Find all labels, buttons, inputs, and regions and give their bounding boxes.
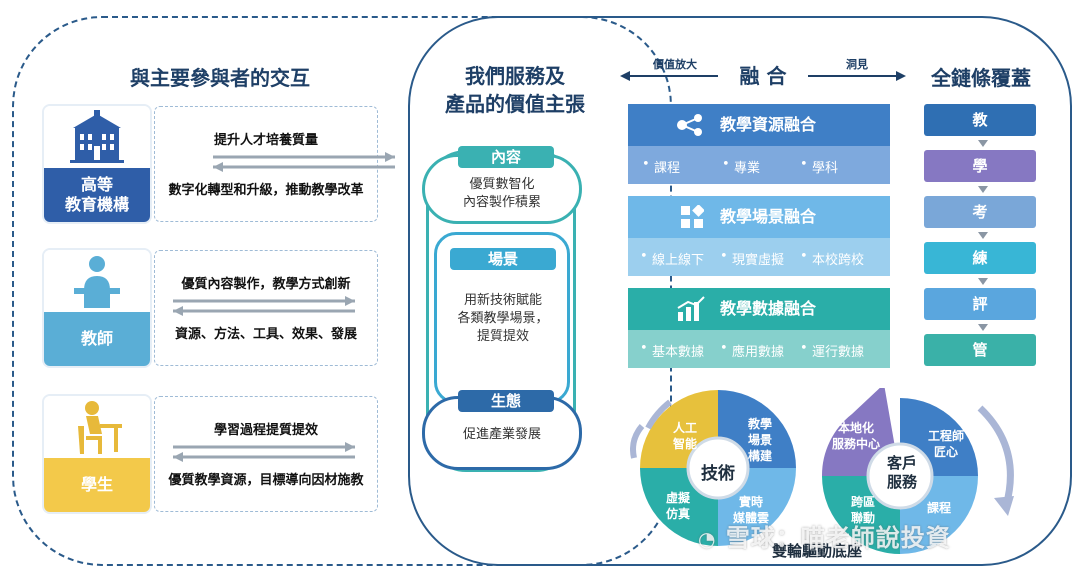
tech-segment-scene: 教學 場景 構建	[747, 417, 772, 463]
data-item: 應用數據	[732, 345, 785, 360]
student-card: 學生	[44, 396, 150, 512]
teacher-interaction-box: 優質內容製作，教學方式創新 資源、方法、工具、效果、發展	[154, 250, 378, 366]
ecosystem-text: 促進產業發展	[462, 427, 541, 442]
scene-fusion-card: 教學場景融合 • 線上線下 • 現實虛擬 • 本校跨校	[628, 196, 890, 276]
teacher-bottom-text: 資源、方法、工具、效果、發展	[174, 327, 357, 342]
middle-title-line1: 我們服務及	[465, 64, 565, 88]
scene-item: 線上線下	[652, 253, 705, 268]
teacher-card: 教師	[44, 250, 150, 366]
chain-step-manage: 管	[924, 334, 1036, 366]
watermark-text: 雪球：喵老師說投資	[725, 523, 951, 552]
data-item-bullet: •	[640, 341, 648, 356]
chain-step-evaluate: 評	[924, 288, 1036, 320]
full-chain-title: 全鏈條覆蓋	[931, 66, 1031, 90]
scene-item: 本校跨校	[812, 253, 865, 268]
chain-step-learn: 學	[924, 150, 1036, 182]
service-segment-engineer: 工程師 匠心	[927, 429, 964, 459]
ecosystem-block	[422, 396, 582, 470]
content-block	[422, 154, 582, 224]
student-interaction-box: 學習過程提質提效 優質教學資源，目標導向因材施教	[154, 396, 378, 512]
institution-top-text: 提升人才培養質量	[213, 133, 318, 148]
scene-item-bullet: •	[800, 249, 808, 264]
bidirectional-arrow-icon	[173, 442, 355, 462]
watermark: ◔ 雪球：喵老師說投資	[698, 518, 1058, 553]
data-item: 基本數據	[652, 345, 705, 360]
row-teacher: 教師 優質內容製作，教學方式創新 資源、方法、工具、效果、發展	[44, 250, 378, 366]
student-label: 學生	[44, 458, 150, 512]
chevron-down-icon	[978, 324, 988, 331]
content-head: 內容	[458, 146, 554, 168]
share-nodes-icon	[677, 114, 702, 136]
institution-card: 高等 教育機構	[44, 106, 150, 222]
scene-head: 場景	[450, 248, 556, 270]
scene-item-bullet: •	[640, 249, 648, 264]
chevron-down-icon	[978, 232, 988, 239]
tech-segment-sim: 虛擬 仿真	[665, 491, 690, 521]
resource-item-bullet: •	[642, 157, 650, 172]
tech-segment-media: 實時 媒體雲	[732, 495, 769, 525]
value-amplify-label: 價值放大	[653, 58, 697, 71]
insight-label: 洞見	[846, 58, 868, 71]
arrow-left-icon	[620, 71, 718, 81]
student-bottom-text: 優質教學資源，目標導向因材施教	[168, 473, 364, 488]
chain-step-teach: 教	[924, 104, 1036, 136]
student-top-text: 學習過程提質提效	[213, 423, 318, 438]
row-student: 學生 學習過程提質提效 優質教學資源，目標導向因材施教	[44, 396, 378, 512]
dual-wheel-diagram	[630, 388, 1014, 554]
teacher-top-text: 優質內容製作，教學方式創新	[181, 277, 351, 292]
tech-segment-ai: 人工 智能	[672, 421, 697, 451]
wechat-logo-icon: ◔	[698, 527, 717, 551]
service-wheel-center: 客戶 服務	[886, 454, 917, 491]
bidirectional-arrow-icon	[213, 152, 395, 172]
resource-item: 課程	[654, 161, 681, 176]
chevron-down-icon	[978, 140, 988, 147]
data-fusion-title: 教學數據融合	[720, 299, 817, 318]
resource-item-bullet: •	[800, 157, 808, 172]
service-segment-course: 課程	[926, 501, 951, 515]
fusion-title: 融 合	[739, 64, 787, 88]
data-fusion-card: 教學數據融合 • 基本數據 • 應用數據 • 運行數據	[628, 288, 890, 368]
data-item: 運行數據	[812, 345, 865, 360]
grid-blocks-icon	[681, 205, 704, 228]
teacher-label: 教師	[44, 312, 150, 366]
arrow-right-icon	[808, 71, 906, 81]
chevron-down-icon	[978, 186, 988, 193]
tech-wheel-center: 技術	[701, 464, 735, 484]
resource-item-bullet: •	[722, 157, 730, 172]
middle-panel-title: 我們服務及 產品的價值主張	[420, 62, 610, 118]
chain-step-practice: 練	[924, 242, 1036, 274]
service-segment-local: 本地化 服務中心	[831, 421, 880, 451]
growth-chart-icon	[677, 296, 705, 321]
content-text: 優質數智化 內容製作積累	[462, 177, 541, 210]
chain-step-exam: 考	[924, 196, 1036, 228]
resource-fusion-card: 教學資源融合 • 課程 • 專業 • 學科	[628, 104, 890, 184]
row-institution: 高等 教育機構 提升人才培養質量 數字化轉型和升級，推動教學改革	[44, 106, 395, 222]
value-frame	[408, 16, 1072, 566]
data-item-bullet: •	[720, 341, 728, 356]
scene-fusion-title: 教學場景融合	[720, 207, 817, 226]
left-panel-title: 與主要參與者的交互	[130, 66, 310, 90]
chevron-down-icon	[978, 278, 988, 285]
middle-title-line2: 產品的價值主張	[445, 92, 585, 116]
resource-fusion-title: 教學資源融合	[720, 115, 817, 134]
resource-item: 學科	[812, 161, 839, 176]
data-item-bullet: •	[800, 341, 808, 356]
bidirectional-arrow-icon	[173, 296, 355, 316]
scene-item: 現實虛擬	[732, 253, 785, 268]
scene-item-bullet: •	[720, 249, 728, 264]
institution-interaction-box: 提升人才培養質量 數字化轉型和升級，推動教學改革	[154, 106, 395, 222]
scene-text: 用新技術賦能 各類教學場景， 提質提效	[457, 293, 549, 344]
student-icon	[78, 401, 122, 454]
resource-item: 專業	[734, 161, 761, 176]
dual-drive-base-label: 雙輪驅動底座	[771, 542, 862, 560]
institution-building-icon	[70, 110, 124, 163]
teacher-icon	[74, 256, 120, 308]
institution-bottom-text: 數字化轉型和升級，推動教學改革	[168, 183, 364, 198]
ecosystem-head: 生態	[458, 390, 554, 412]
institution-label: 高等 教育機構	[44, 168, 150, 222]
service-segment-region: 跨區 聯動	[850, 495, 875, 525]
